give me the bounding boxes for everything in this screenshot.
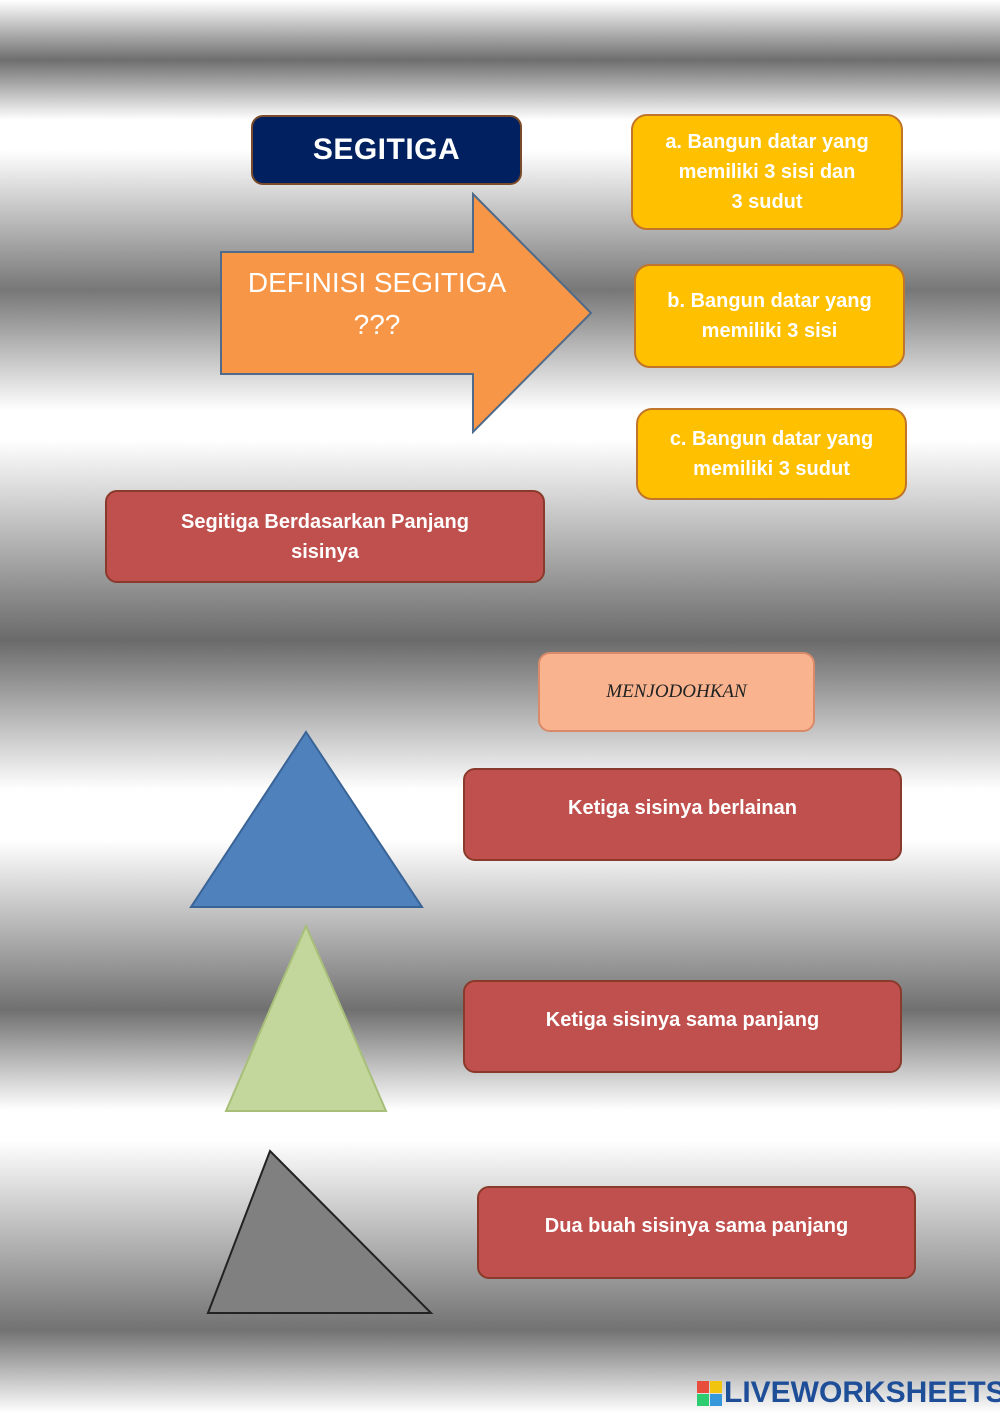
arrow-text: DEFINISI SEGITIGA ??? xyxy=(232,262,522,346)
match-item-2[interactable]: Ketiga sisinya sama panjang xyxy=(463,980,902,1073)
match-item-3-label: Dua buah sisinya sama panjang xyxy=(544,1214,849,1237)
definition-arrow xyxy=(220,192,593,435)
option-c-line-1: c. Bangun datar yang xyxy=(669,428,874,450)
triangle-icon[interactable] xyxy=(188,730,426,910)
option-a-line-2: memiliki 3 sisi dan xyxy=(678,161,856,183)
option-a-line-1: a. Bangun datar yang xyxy=(665,131,869,153)
option-b[interactable]: b. Bangun datar yang memiliki 3 sisi xyxy=(634,264,905,368)
match-label: MENJODOHKAN xyxy=(538,652,815,732)
right-triangle-icon[interactable] xyxy=(205,1148,435,1316)
logo-squares-icon xyxy=(697,1380,722,1406)
category-heading: Segitiga Berdasarkan Panjang sisinya xyxy=(105,490,545,583)
match-item-2-label: Ketiga sisinya sama panjang xyxy=(545,1008,820,1031)
category-line-1: Segitiga Berdasarkan Panjang xyxy=(181,510,469,533)
arrow-line-2: ??? xyxy=(353,309,401,340)
match-item-3[interactable]: Dua buah sisinya sama panjang xyxy=(477,1186,916,1279)
triangle-icon[interactable] xyxy=(224,924,389,1114)
match-item-1[interactable]: Ketiga sisinya berlainan xyxy=(463,768,902,861)
liveworksheets-logo: LIVEWORKSHEETS xyxy=(697,1376,1000,1410)
page-title: SEGITIGA xyxy=(251,115,522,185)
category-line-2: sisinya xyxy=(291,540,359,563)
option-a[interactable]: a. Bangun datar yang memiliki 3 sisi dan… xyxy=(631,114,903,230)
logo-text: LIVEWORKSHEETS xyxy=(724,1376,1000,1409)
match-item-1-label: Ketiga sisinya berlainan xyxy=(568,796,797,819)
option-b-line-1: b. Bangun datar yang xyxy=(667,290,872,312)
option-b-line-2: memiliki 3 sisi xyxy=(701,320,838,342)
option-c-line-2: memiliki 3 sudut xyxy=(693,458,850,480)
arrow-line-1: DEFINISI SEGITIGA xyxy=(247,267,507,298)
option-c[interactable]: c. Bangun datar yang memiliki 3 sudut xyxy=(636,408,907,500)
option-a-line-3: 3 sudut xyxy=(731,191,803,213)
